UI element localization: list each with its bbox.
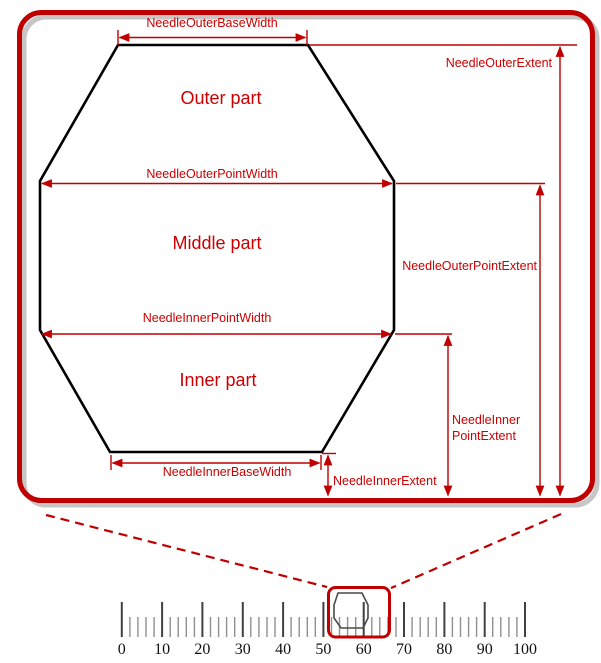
needle-shape-outline xyxy=(38,43,396,454)
dimension-lines xyxy=(40,30,577,497)
ruler-tick-label: 0 xyxy=(118,641,126,658)
inner-point-extent-label-line1: NeedleInner xyxy=(452,413,520,427)
ruler: 0 10 20 30 40 50 60 70 80 90 100 xyxy=(118,586,537,658)
inner-point-extent-label-line2: PointExtent xyxy=(452,429,516,443)
middle-part-label: Middle part xyxy=(172,233,261,253)
ruler-tick-label: 50 xyxy=(315,641,331,658)
needle-highlight-box xyxy=(327,586,391,639)
ruler-tick-label: 60 xyxy=(356,641,372,658)
panel-shadow xyxy=(21,14,600,508)
part-labels: Outer part Middle part Inner part xyxy=(172,88,261,390)
ruler-tick-label: 40 xyxy=(275,641,291,658)
inner-extent-label: NeedleInnerExtent xyxy=(333,474,437,488)
ruler-needle xyxy=(333,592,369,629)
right-connector-dashed-line xyxy=(390,512,562,590)
dimension-labels: NeedleOuterBaseWidth NeedleOuterExtent N… xyxy=(143,16,553,488)
panel-border xyxy=(17,10,595,503)
outer-base-width-label: NeedleOuterBaseWidth xyxy=(146,16,277,30)
ruler-tick-label: 70 xyxy=(396,641,412,658)
outer-point-extent-label: NeedleOuterPointExtent xyxy=(402,259,537,273)
inner-point-width-label: NeedleInnerPointWidth xyxy=(143,311,272,325)
ruler-tick-label: 30 xyxy=(235,641,251,658)
ruler-tick-label: 20 xyxy=(194,641,210,658)
zoom-panel xyxy=(17,10,600,508)
ruler-tick-label: 90 xyxy=(477,641,493,658)
outer-part-label: Outer part xyxy=(180,88,261,108)
inner-part-label: Inner part xyxy=(179,370,256,390)
ruler-tick-label: 10 xyxy=(154,641,170,658)
outer-extent-label: NeedleOuterExtent xyxy=(446,56,553,70)
ruler-labels: 0 10 20 30 40 50 60 70 80 90 100 xyxy=(118,641,537,658)
zoom-connector-lines xyxy=(45,512,562,590)
ruler-ticks xyxy=(120,602,526,637)
left-connector-dashed-line xyxy=(45,513,328,589)
outer-point-width-label: NeedleOuterPointWidth xyxy=(146,167,277,181)
ruler-tick-label: 100 xyxy=(513,641,537,658)
ruler-tick-label: 80 xyxy=(436,641,452,658)
inner-base-width-label: NeedleInnerBaseWidth xyxy=(163,465,292,479)
